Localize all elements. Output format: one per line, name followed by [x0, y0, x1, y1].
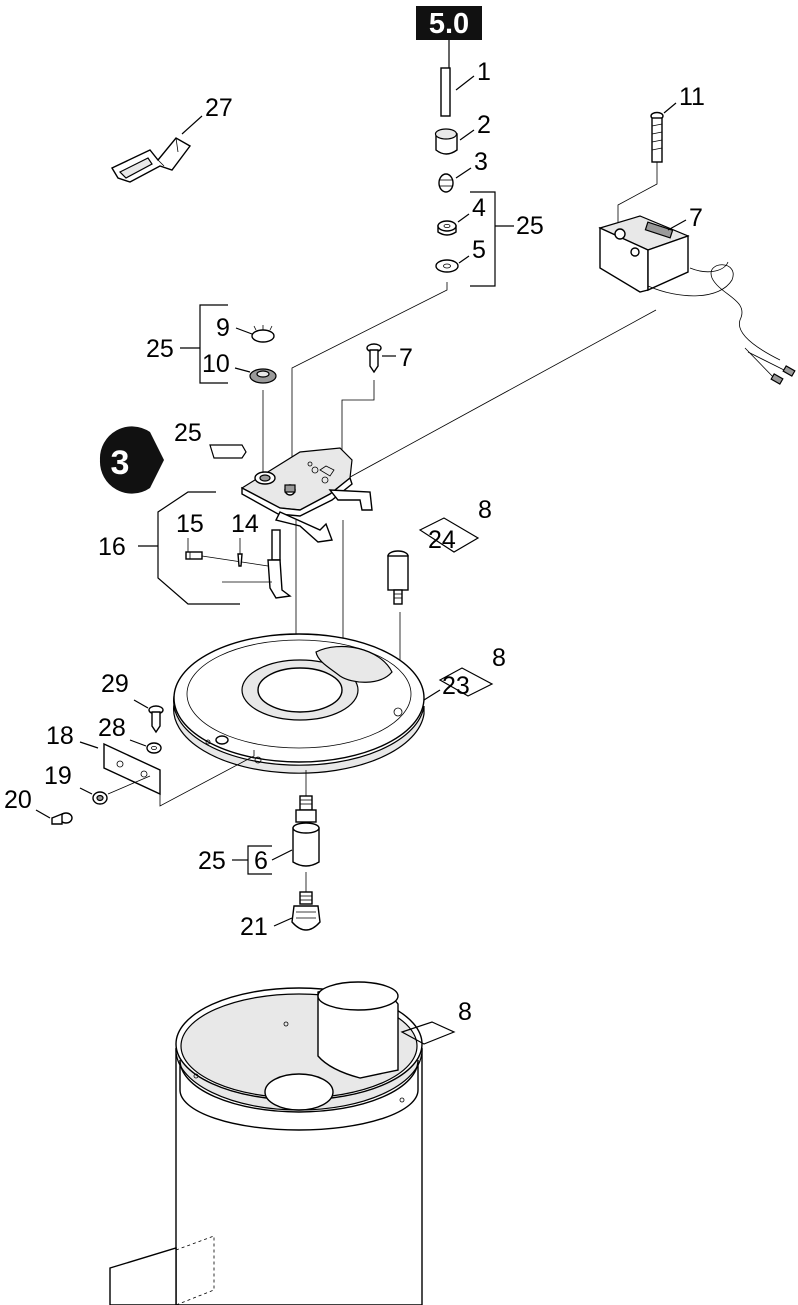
part-24-bolt	[387, 550, 409, 605]
part-10-bushing	[249, 368, 277, 384]
part-7-motor	[598, 215, 796, 385]
bracket-23	[438, 667, 494, 697]
part-14-pin	[237, 553, 243, 567]
callout-20: 20	[4, 786, 32, 814]
part-11-screw	[650, 111, 664, 163]
part-23-base-disc	[173, 633, 425, 774]
callout-25-arrow: 25	[174, 419, 202, 447]
section-arrow-marker: 3	[99, 426, 164, 494]
callout-24: 24	[428, 526, 456, 554]
part-19-nut	[92, 791, 108, 805]
callout-10: 10	[202, 350, 230, 378]
callout-5: 5	[472, 236, 486, 264]
part-9-retaining-ring	[251, 325, 275, 343]
bracket-8-c	[400, 1021, 456, 1045]
part-4-locknut	[437, 220, 457, 236]
bracket-24	[418, 517, 480, 553]
motor-leader	[329, 309, 657, 489]
section-badge-text: 5.0	[429, 8, 469, 40]
part-16-mounting-plate	[240, 447, 373, 543]
callout-23: 23	[442, 672, 470, 700]
callout-1: 1	[477, 58, 491, 86]
bracket-18-leader	[159, 750, 255, 807]
callout-3: 3	[474, 148, 488, 176]
section-arrow-text: 3	[111, 444, 130, 482]
part-20-screw	[51, 812, 73, 825]
callout-25-left: 25	[146, 335, 174, 363]
callout-21: 21	[240, 913, 268, 941]
bracket-16	[157, 491, 240, 605]
callout-8-c: 8	[458, 998, 472, 1026]
callout-18: 18	[46, 722, 74, 750]
part-2-nut	[434, 128, 458, 155]
part-1-pin	[440, 67, 451, 117]
callout-27: 27	[205, 94, 233, 122]
spindle-leader	[291, 282, 448, 460]
part-15-screw	[185, 551, 203, 560]
callout-2: 2	[477, 111, 491, 139]
callout-15: 15	[176, 510, 204, 538]
callout-25-top: 25	[516, 212, 544, 240]
callout-8-a: 8	[478, 496, 492, 524]
callout-19: 19	[44, 762, 72, 790]
callout-7-top: 7	[689, 204, 703, 232]
part-27-clip	[111, 137, 192, 183]
callout-25-low: 25	[198, 847, 226, 875]
main-cylinder-body	[109, 981, 423, 1305]
callout-9: 9	[216, 314, 230, 342]
part-7-small-screw	[366, 343, 382, 374]
callout-7-mid: 7	[399, 344, 413, 372]
callout-6: 6	[254, 847, 268, 875]
part-16-switch-arm	[267, 529, 292, 599]
bracket-25-left	[199, 304, 228, 384]
callout-14: 14	[231, 510, 259, 538]
callout-28: 28	[98, 714, 126, 742]
part-21-valve	[291, 891, 321, 931]
callout-29: 29	[101, 670, 129, 698]
callout-4: 4	[472, 194, 486, 222]
callout-11: 11	[679, 83, 705, 111]
part-28-washer	[146, 742, 162, 754]
part-5-washer	[435, 259, 459, 273]
part-6-coupling	[292, 795, 320, 867]
callout-8-b: 8	[492, 644, 506, 672]
part-3-spring	[438, 173, 454, 193]
callout-16: 16	[98, 533, 126, 561]
section-badge: 5.0	[416, 6, 482, 40]
bracket-25-top	[470, 191, 496, 287]
part-29-screw	[148, 705, 164, 734]
arrow-25-shape	[209, 444, 247, 459]
